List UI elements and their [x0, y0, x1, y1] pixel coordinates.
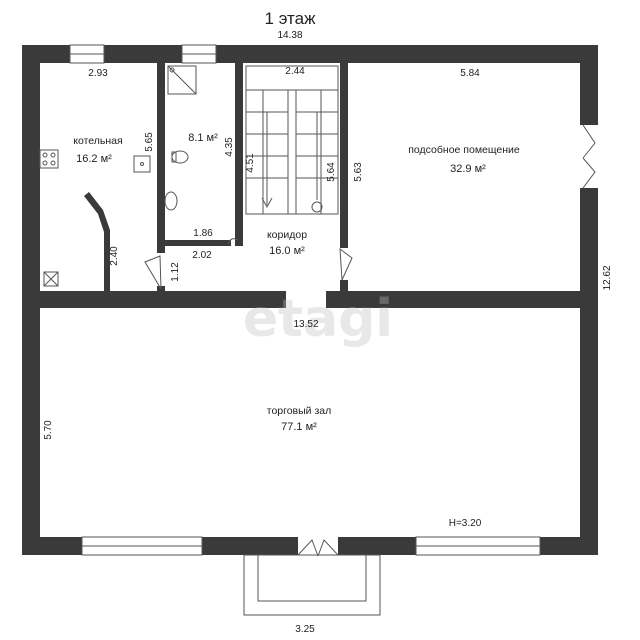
dim-right-total: 12.62 [602, 265, 613, 290]
watermark: etagi [243, 289, 393, 349]
dim-utility-width: 5.84 [460, 68, 480, 79]
basin-icon [133, 155, 151, 173]
wall-top [22, 45, 598, 63]
wall-door-post-left [157, 286, 165, 294]
room-area-bath: 8.1 м² [188, 132, 218, 144]
wall-right-top [580, 45, 598, 125]
wall-middle-right [326, 291, 598, 308]
room-name-boiler: котельная [73, 135, 122, 147]
door-entrance [297, 539, 339, 557]
dim-middle-wall: 13.52 [293, 319, 318, 330]
interior-walls [22, 63, 598, 308]
door-bath [227, 238, 239, 245]
sink-icon [164, 191, 178, 211]
dim-boiler-door-wall: 2.40 [109, 246, 120, 266]
outer-walls [22, 45, 598, 555]
toilet-icon [171, 150, 189, 164]
door-corridor-right [339, 247, 353, 281]
dim-stair-right: 5.64 [326, 162, 337, 182]
dim-hall-height: 5.70 [43, 420, 54, 440]
room-area-boiler: 16.2 м² [76, 153, 112, 165]
room-area-utility: 32.9 м² [450, 163, 486, 175]
dim-ceiling-height: H=3.20 [449, 518, 482, 529]
wall-bottom-right [540, 537, 598, 555]
dim-porch-width: 3.25 [295, 624, 315, 635]
dim-boiler-width: 2.93 [88, 68, 108, 79]
wall-door-post-right [340, 280, 348, 294]
porch [243, 554, 381, 616]
wall-bottom-mid-right [338, 537, 416, 555]
dim-stair-width: 2.44 [285, 66, 305, 77]
boiler-angled-wall [84, 192, 110, 292]
dim-bath-height: 4.35 [224, 137, 235, 157]
doors [144, 124, 596, 557]
dim-boiler-height: 5.65 [144, 132, 155, 152]
wall-middle-left [22, 291, 286, 308]
room-area-corridor: 16.0 м² [269, 245, 305, 257]
door-utility-right [582, 124, 596, 189]
wall-bath-bottom [157, 240, 231, 246]
wall-right-bottom [580, 188, 598, 555]
staircase [245, 65, 339, 215]
boiler-icon [43, 271, 59, 287]
dim-utility-height: 5.63 [353, 162, 364, 182]
dim-top-total: 14.38 [277, 30, 302, 41]
door-boiler [144, 255, 162, 290]
shower-icon [167, 65, 197, 95]
room-name-hall: торговый зал [267, 405, 332, 417]
room-name-utility: подсобное помещение [408, 144, 520, 156]
dim-door-width: 2.02 [192, 250, 212, 261]
wall-boiler-bath [157, 63, 165, 253]
boiler-fixtures [39, 149, 151, 287]
bath-fixtures [164, 65, 197, 211]
stove-icon [39, 149, 59, 169]
wall-stair-right [340, 63, 348, 248]
dim-door-wall: 1.12 [170, 262, 181, 282]
dim-stair-left: 4.51 [245, 153, 256, 173]
wall-bottom-left [22, 537, 82, 555]
wall-bottom-mid-left [202, 537, 298, 555]
dim-bath-bottom: 1.86 [193, 228, 213, 239]
room-area-hall: 77.1 м² [281, 421, 317, 433]
wall-bath-right [235, 63, 243, 246]
room-name-corridor: коридор [267, 229, 307, 241]
floor-title: 1 этаж [265, 9, 317, 28]
